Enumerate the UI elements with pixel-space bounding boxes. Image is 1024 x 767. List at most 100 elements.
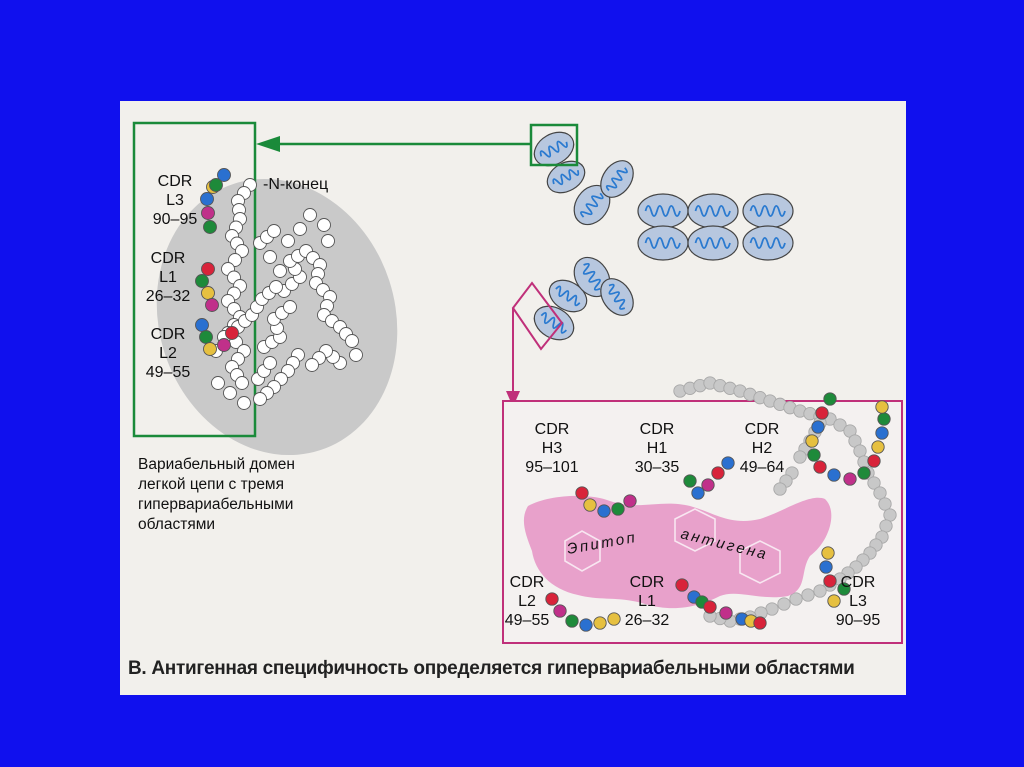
cdr-bead	[195, 318, 209, 332]
cdr-l2-site-label: CDR L2 49–55	[505, 574, 550, 629]
svg-text:CDR: CDR	[158, 173, 193, 190]
cdr-bead	[837, 582, 851, 596]
svg-text:областями: областями	[138, 516, 215, 533]
cdr-bead	[623, 494, 637, 508]
cdr-l3-label: CDR L3 90–95	[153, 173, 198, 228]
svg-text:L3: L3	[166, 192, 184, 209]
chain-bead	[873, 486, 887, 500]
light-chain-frame	[132, 121, 257, 438]
immunoglobulin-domain	[687, 225, 739, 261]
chain-bead	[263, 250, 277, 264]
cdr-bead	[701, 478, 715, 492]
cdr-bead	[813, 460, 827, 474]
cdr-bead	[201, 262, 215, 276]
chain-bead	[867, 476, 881, 490]
svg-text:90–95: 90–95	[836, 612, 881, 629]
chain-bead	[883, 508, 897, 522]
cdr-bead	[593, 616, 607, 630]
cdr-bead	[195, 274, 209, 288]
chain-bead	[777, 597, 791, 611]
cdr-l1-label: CDR L1 26–32	[146, 250, 191, 305]
cdr-bead	[203, 342, 217, 356]
cdr-bead	[875, 400, 889, 414]
cdr-bead	[821, 546, 835, 560]
svg-text:CDR: CDR	[630, 574, 665, 591]
cdr-h1-label: CDR H1 30–35	[635, 421, 680, 476]
svg-text:H1: H1	[647, 440, 668, 457]
immunoglobulin-domain	[533, 131, 575, 167]
immunoglobulin-domain	[637, 225, 689, 261]
chain-bead	[773, 482, 787, 496]
n-terminus-label: -N-конец	[263, 176, 328, 193]
cdr-h2-label: CDR H2 49–64	[740, 421, 785, 476]
svg-text:26–32: 26–32	[146, 288, 191, 305]
cdr-bead	[843, 472, 857, 486]
svg-text:H3: H3	[542, 440, 563, 457]
cdr-bead	[827, 594, 841, 608]
chain-bead	[267, 224, 281, 238]
svg-text:L1: L1	[638, 593, 656, 610]
cdr-bead	[217, 338, 231, 352]
chain-bead	[305, 358, 319, 372]
chain-bead	[833, 418, 847, 432]
cdr-bead	[225, 326, 239, 340]
cdr-bead	[545, 592, 559, 606]
cdr-bead	[811, 420, 825, 434]
chain-bead	[321, 234, 335, 248]
cdr-bead	[857, 466, 871, 480]
light-chain-bead-chain	[195, 168, 363, 410]
svg-text:30–35: 30–35	[635, 459, 680, 476]
svg-text:CDR: CDR	[745, 421, 780, 438]
figure-caption: В. Антигенная специфичность определяется…	[128, 658, 855, 679]
chain-bead	[293, 222, 307, 236]
svg-text:49–55: 49–55	[505, 612, 550, 629]
zoom-box-green	[529, 123, 579, 167]
cdr-bead	[719, 606, 733, 620]
chain-bead	[253, 392, 267, 406]
svg-text:49–55: 49–55	[146, 364, 191, 381]
cdr-bead	[711, 466, 725, 480]
immunoglobulin-domain	[600, 160, 634, 198]
svg-text:95–101: 95–101	[525, 459, 578, 476]
svg-text:26–32: 26–32	[625, 612, 670, 629]
svg-text:90–95: 90–95	[153, 211, 198, 228]
figure-panel: -N-конец CDR L3 90–95 CDR L1 26–32 CDR L…	[120, 101, 906, 695]
chain-bead	[303, 208, 317, 222]
cdr-colored-beads	[545, 392, 891, 632]
cdr-bead	[827, 468, 841, 482]
cdr-bead	[201, 286, 215, 300]
chain-bead	[263, 356, 277, 370]
heavy-chain-grey-beads	[673, 376, 897, 628]
cdr-bead	[579, 618, 593, 632]
svg-text:L2: L2	[159, 345, 177, 362]
cdr-bead	[823, 574, 837, 588]
chain-bead	[793, 450, 807, 464]
cdr-bead	[209, 178, 223, 192]
svg-text:49–64: 49–64	[740, 459, 785, 476]
cdr-l1-site-label: CDR L1 26–32	[625, 574, 670, 629]
cdr-bead	[203, 220, 217, 234]
cdr-bead	[675, 578, 689, 592]
cdr-bead	[807, 448, 821, 462]
cdr-h3-label: CDR H3 95–101	[525, 421, 578, 476]
cdr-bead	[805, 434, 819, 448]
immunoglobulin-domain	[742, 193, 794, 229]
cdr-bead	[200, 192, 214, 206]
cdr-bead	[583, 498, 597, 512]
chain-bead	[853, 444, 867, 458]
chain-bead	[813, 584, 827, 598]
svg-text:CDR: CDR	[151, 250, 186, 267]
immunoglobulin-domain	[600, 278, 634, 316]
svg-text:CDR: CDR	[510, 574, 545, 591]
svg-text:гипервариабельными: гипервариабельными	[138, 496, 293, 513]
cdr-bead	[565, 614, 579, 628]
cdr-bead	[867, 454, 881, 468]
light-chain-description: Вариабельный домен легкой цепи с тремя г…	[138, 456, 295, 533]
svg-text:H2: H2	[752, 440, 773, 457]
svg-text:CDR: CDR	[640, 421, 675, 438]
cdr-bead	[575, 486, 589, 500]
chain-bead	[223, 386, 237, 400]
svg-text:L1: L1	[159, 269, 177, 286]
svg-text:L2: L2	[518, 593, 536, 610]
chain-bead	[235, 376, 249, 390]
